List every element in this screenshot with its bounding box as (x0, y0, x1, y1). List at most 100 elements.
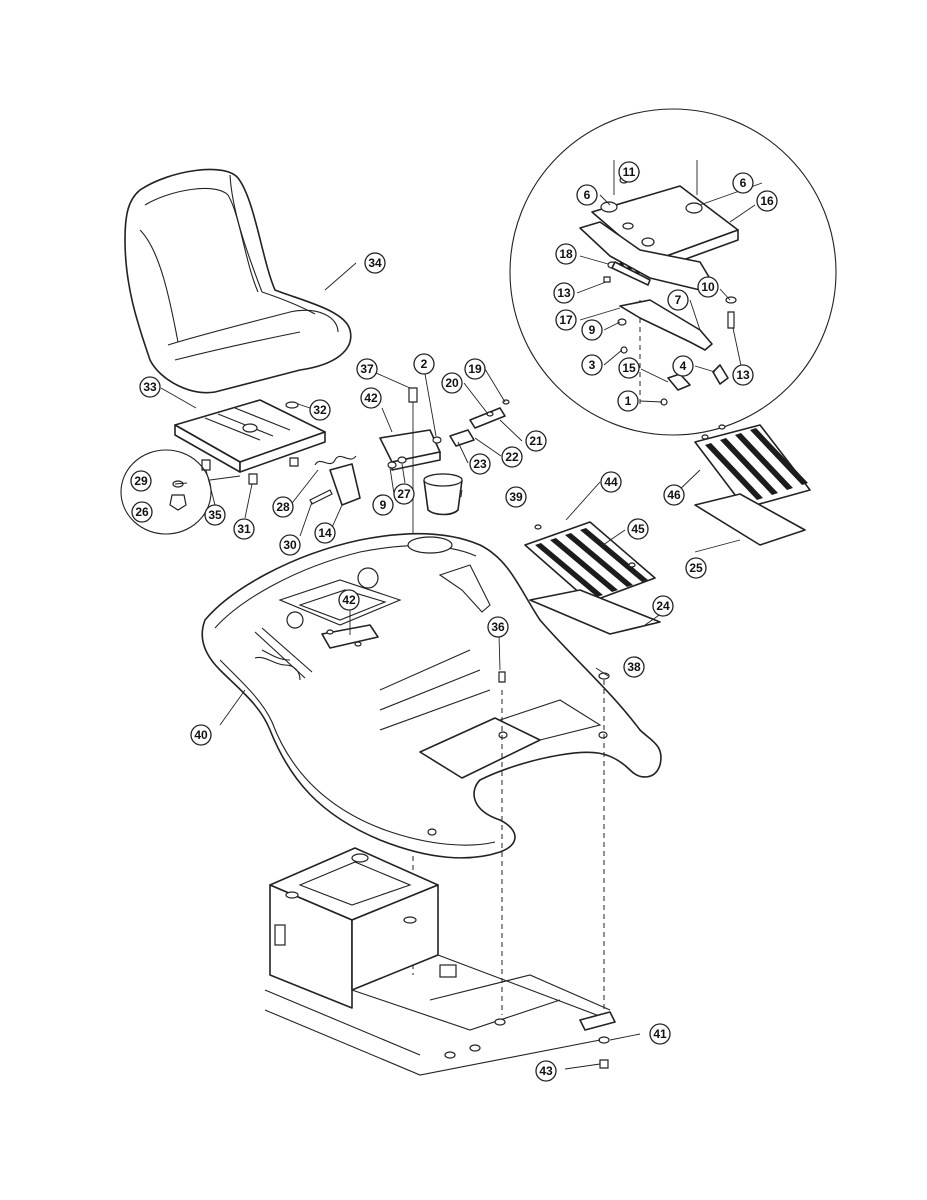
callout-44: 44 (600, 471, 622, 493)
left-foot-pad (524, 521, 656, 603)
svg-text:42: 42 (342, 593, 356, 607)
svg-text:35: 35 (208, 508, 222, 522)
callout-42-upper: 42 (360, 387, 382, 409)
callout-16: 16 (756, 190, 778, 212)
callout-21: 21 (525, 430, 547, 452)
callout-6-right: 6 (732, 172, 754, 194)
svg-text:41: 41 (653, 1027, 667, 1041)
svg-text:43: 43 (539, 1064, 553, 1078)
svg-text:32: 32 (313, 403, 327, 417)
svg-text:14: 14 (318, 526, 332, 540)
svg-text:37: 37 (360, 362, 374, 376)
callout-41: 41 (649, 1023, 671, 1045)
svg-text:20: 20 (445, 376, 459, 390)
callout-38: 38 (623, 656, 645, 678)
svg-text:19: 19 (468, 362, 482, 376)
callout-3: 3 (581, 354, 603, 376)
callout-37: 37 (356, 358, 378, 380)
seat (124, 168, 352, 394)
right-foot-mat (694, 493, 806, 546)
svg-text:30: 30 (283, 538, 297, 552)
svg-text:45: 45 (631, 522, 645, 536)
callout-19: 19 (464, 358, 486, 380)
callout-26: 26 (131, 501, 153, 523)
callout-15: 15 (618, 357, 640, 379)
seat-assembly (124, 168, 352, 394)
callout-35: 35 (204, 504, 226, 526)
seat-base-pan (174, 399, 326, 485)
callout-24: 24 (652, 595, 674, 617)
callout-31: 31 (233, 518, 255, 540)
svg-text:6: 6 (584, 188, 591, 202)
svg-text:28: 28 (276, 500, 290, 514)
detail-inset-seat-bracket (509, 108, 837, 436)
svg-text:9: 9 (380, 498, 387, 512)
cup-holder (423, 473, 463, 516)
svg-text:34: 34 (368, 256, 382, 270)
fender-hardware (498, 671, 610, 1069)
callout-13-left: 13 (553, 282, 575, 304)
callout-6-left: 6 (576, 184, 598, 206)
svg-text:25: 25 (689, 561, 703, 575)
callout-42-lower: 42 (338, 589, 360, 611)
svg-text:4: 4 (680, 359, 687, 373)
detail-inset-circle (509, 108, 837, 436)
svg-text:46: 46 (667, 488, 681, 502)
callout-34: 34 (364, 252, 386, 274)
svg-text:33: 33 (143, 380, 157, 394)
svg-text:39: 39 (509, 490, 523, 504)
left-foot-mat (529, 589, 661, 635)
seat-safety-switch (449, 399, 510, 447)
callout-25: 25 (685, 557, 707, 579)
callout-45: 45 (627, 518, 649, 540)
callout-46: 46 (663, 484, 685, 506)
callout-30: 30 (279, 534, 301, 556)
svg-text:22: 22 (505, 450, 519, 464)
svg-text:9: 9 (589, 323, 596, 337)
callout-10: 10 (697, 276, 719, 298)
svg-text:36: 36 (491, 620, 505, 634)
svg-text:24: 24 (656, 599, 670, 613)
callout-4: 4 (672, 355, 694, 377)
svg-text:13: 13 (557, 286, 571, 300)
callout-28: 28 (272, 496, 294, 518)
lever-handle-grip (712, 364, 729, 385)
callouts: 1 2 3 4 6 6 7 9 9 10 11 13 13 14 15 16 1… (130, 161, 778, 1082)
svg-text:3: 3 (589, 358, 596, 372)
callout-18: 18 (555, 243, 577, 265)
callout-14: 14 (314, 522, 336, 544)
svg-text:21: 21 (529, 434, 543, 448)
fender-body (201, 532, 662, 859)
svg-text:1: 1 (625, 394, 632, 408)
svg-text:6: 6 (740, 176, 747, 190)
svg-text:29: 29 (134, 474, 148, 488)
svg-text:2: 2 (421, 357, 428, 371)
callout-36: 36 (487, 616, 509, 638)
seat-switch-bracket (309, 429, 442, 506)
callout-39: 39 (505, 486, 527, 508)
svg-text:7: 7 (675, 293, 682, 307)
right-foot-pad (694, 424, 811, 509)
svg-text:40: 40 (194, 728, 208, 742)
fender-bracket (321, 624, 379, 649)
callout-43: 43 (535, 1060, 557, 1082)
callout-17: 17 (555, 309, 577, 331)
callout-2: 2 (413, 353, 435, 375)
svg-text:18: 18 (559, 247, 573, 261)
svg-text:44: 44 (604, 475, 618, 489)
svg-text:15: 15 (622, 361, 636, 375)
callout-29: 29 (130, 470, 152, 492)
svg-text:38: 38 (627, 660, 641, 674)
callout-33: 33 (139, 376, 161, 398)
tractor-frame (264, 847, 616, 1076)
svg-text:42: 42 (364, 391, 378, 405)
callout-40: 40 (190, 724, 212, 746)
svg-text:31: 31 (237, 522, 251, 536)
svg-text:23: 23 (473, 457, 487, 471)
callout-11: 11 (618, 161, 640, 183)
callout-9-detail: 9 (581, 319, 603, 341)
svg-text:17: 17 (559, 313, 573, 327)
svg-text:13: 13 (736, 368, 750, 382)
callout-13-right: 13 (732, 364, 754, 386)
seat-adjust-lever (619, 299, 713, 351)
